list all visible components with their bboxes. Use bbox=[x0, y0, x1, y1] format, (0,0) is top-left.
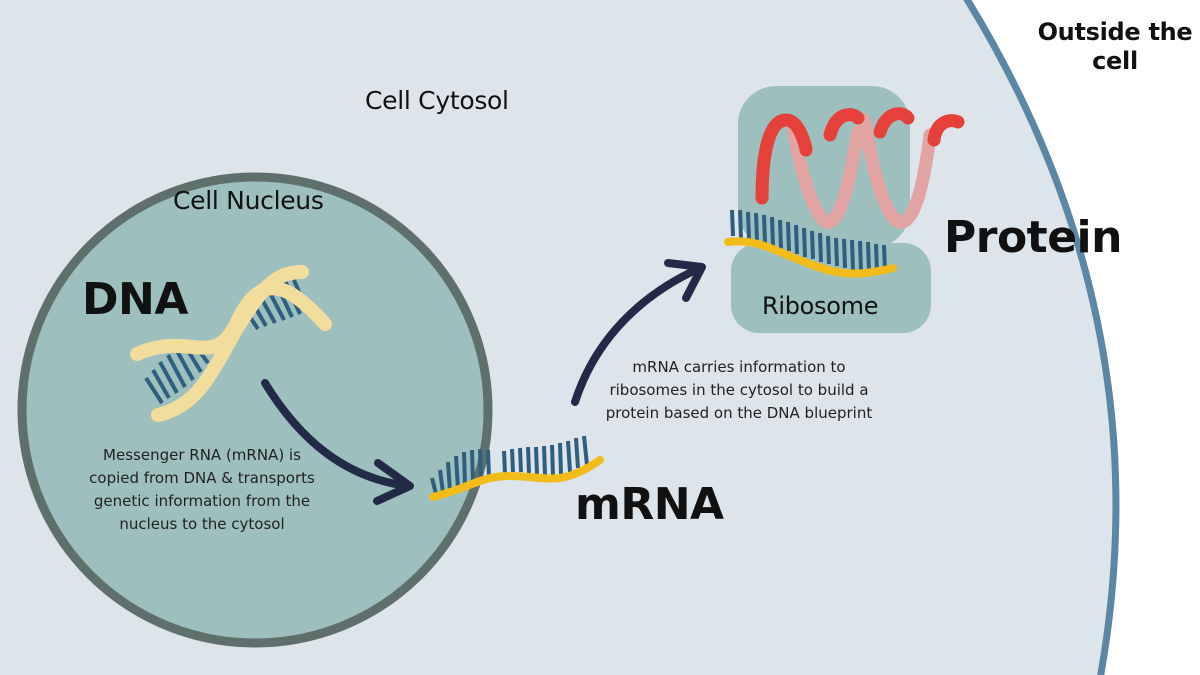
transcription-caption-line: nucleus to the cytosol bbox=[119, 515, 285, 533]
cell-cytosol-label: Cell Cytosol bbox=[365, 86, 509, 115]
mrna-label: mRNA bbox=[575, 479, 724, 530]
transcription-arrow-icon bbox=[261, 379, 414, 505]
ribosome-mrna-backbone bbox=[724, 237, 897, 278]
ribosome-label: Ribosome bbox=[762, 292, 879, 320]
transcription-caption-line: genetic information from the bbox=[93, 492, 311, 510]
translation-caption-line: ribosomes in the cytosol to build a bbox=[609, 381, 869, 399]
mrna-backbone bbox=[429, 456, 604, 501]
protein-ribbon-back bbox=[785, 113, 937, 229]
dna-strand-b bbox=[151, 265, 309, 422]
transcription-caption: Messenger RNA (mRNA) is copied from DNA … bbox=[89, 444, 315, 536]
outside-cell-line2: cell bbox=[1092, 46, 1138, 75]
dna-label: DNA bbox=[82, 274, 188, 325]
mrna-bases bbox=[430, 435, 589, 495]
transcription-caption-line: copied from DNA & transports bbox=[89, 469, 315, 487]
protein-helix-icon bbox=[755, 107, 965, 229]
ribosome-small-subunit bbox=[731, 243, 931, 333]
protein-ribbon-front bbox=[755, 107, 965, 205]
cell-nucleus-label: Cell Nucleus bbox=[173, 186, 324, 215]
cell-membrane bbox=[963, 0, 1120, 675]
ribosome-mrna-icon bbox=[724, 209, 897, 278]
translation-caption-line: protein based on the DNA blueprint bbox=[605, 404, 873, 422]
outside-cell-label: Outside the cell bbox=[1030, 18, 1200, 76]
translation-caption-line: mRNA carries information to bbox=[632, 358, 846, 376]
transcription-caption-line: Messenger RNA (mRNA) is bbox=[103, 446, 301, 464]
dna-helix-icon bbox=[130, 265, 332, 422]
protein-label: Protein bbox=[944, 212, 1122, 263]
cell-nucleus bbox=[17, 172, 493, 648]
translation-arrow-icon bbox=[571, 259, 706, 406]
mrna-strand-icon bbox=[429, 435, 604, 501]
translation-caption: mRNA carries information to ribosomes in… bbox=[606, 356, 872, 425]
outside-cell-line1: Outside the bbox=[1037, 18, 1193, 46]
